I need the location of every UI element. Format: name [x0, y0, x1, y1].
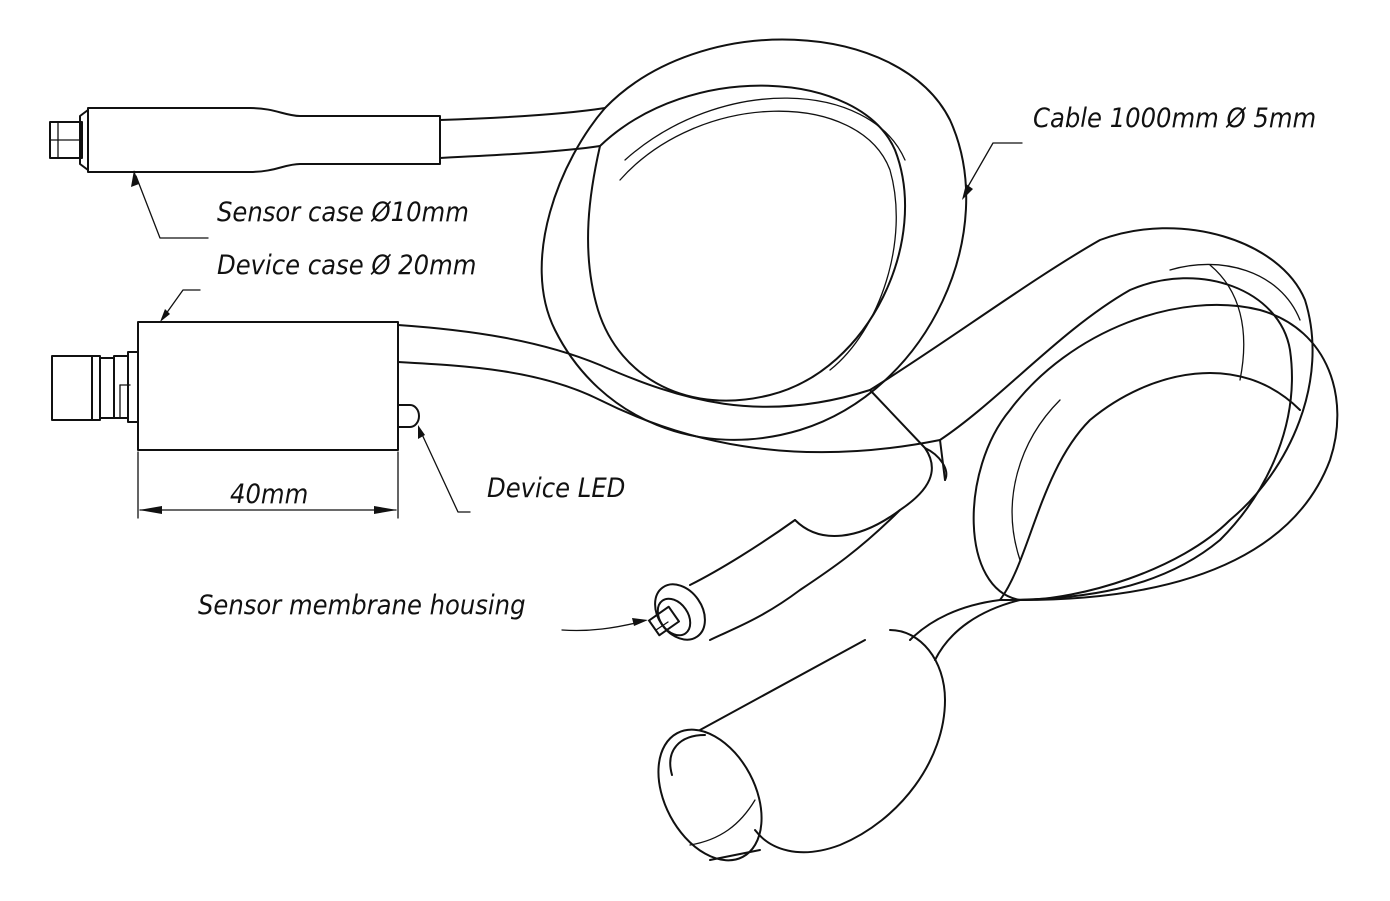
annotation-lines — [131, 142, 1023, 632]
sensor-case-drawing — [49, 107, 606, 173]
device-led-label: Device LED — [487, 473, 625, 504]
cable-label: Cable 1000mm Ø 5mm — [1033, 103, 1316, 134]
sensor-case-label: Sensor case Ø10mm — [217, 197, 469, 228]
membrane-housing-label: Sensor membrane housing — [198, 590, 526, 621]
cable-loop-lower — [869, 227, 1339, 661]
device-case-label: Device case Ø 20mm — [217, 250, 476, 281]
dimension-label: 40mm — [230, 479, 308, 510]
cable-loop-upper — [540, 38, 968, 441]
sensor-membrane-assembly — [648, 389, 948, 862]
device-case-drawing — [51, 321, 941, 454]
